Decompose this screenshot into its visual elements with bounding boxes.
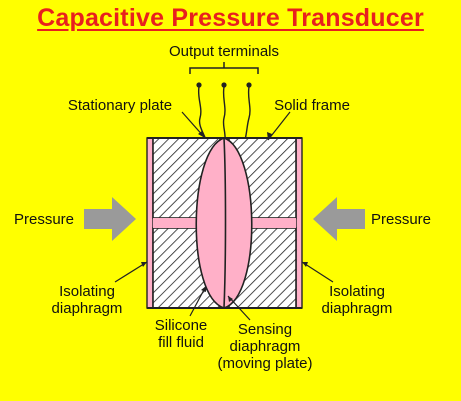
leader-arrowheads [141,131,308,302]
pressure-arrow-right [313,197,365,241]
silicone-fill-fluid [195,137,253,309]
pressure-arrow-left [84,197,136,241]
output-terminals-label: Output terminals [169,43,279,60]
sensing-label-3: (moving plate) [217,355,312,372]
leader-lines [114,111,334,321]
silicone-label-1: Silicone [155,317,208,334]
isolating-diaphragm-right [295,137,303,309]
solid-frame-label: Solid frame [274,97,350,114]
diagram-title: Capacitive Pressure Transducer [37,4,424,32]
pressure-left-label: Pressure [14,211,74,228]
output-terminals [196,82,252,143]
isolating-right-label-2: diaphragm [322,300,393,317]
stationary-plate-label: Stationary plate [68,97,172,114]
isolating-left-label-1: Isolating [59,283,115,300]
pressure-right-label: Pressure [371,211,431,228]
isolating-diaphragm-left [146,137,154,309]
isolating-left-label-2: diaphragm [52,300,123,317]
output-terminal-bracket [189,62,259,74]
silicone-label-2: fill fluid [158,334,204,351]
sensing-label-2: diaphragm [230,338,301,355]
sensing-diaphragm [223,137,227,309]
sensing-label-1: Sensing [238,321,292,338]
isolating-right-label-1: Isolating [329,283,385,300]
